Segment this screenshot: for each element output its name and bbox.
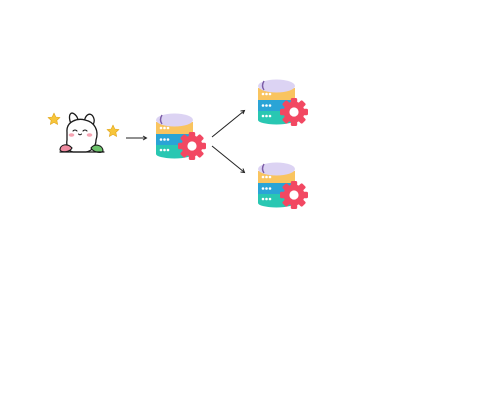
database-gear-icon [257,161,309,210]
sparkle-left-icon [47,112,61,125]
arrow-head-user-to-db [142,135,148,141]
sparkle-right-icon [106,124,120,137]
arrow-db-to-bottom [211,145,245,173]
database-gear-icon [155,112,207,161]
arrow-head-db-to-bottom [240,168,246,174]
database-gear-icon [257,78,309,127]
arrows [126,109,246,174]
arrow-head-db-to-top [240,109,246,115]
arrow-db-to-top [211,110,245,138]
bunny-mascot-icon [47,112,120,153]
